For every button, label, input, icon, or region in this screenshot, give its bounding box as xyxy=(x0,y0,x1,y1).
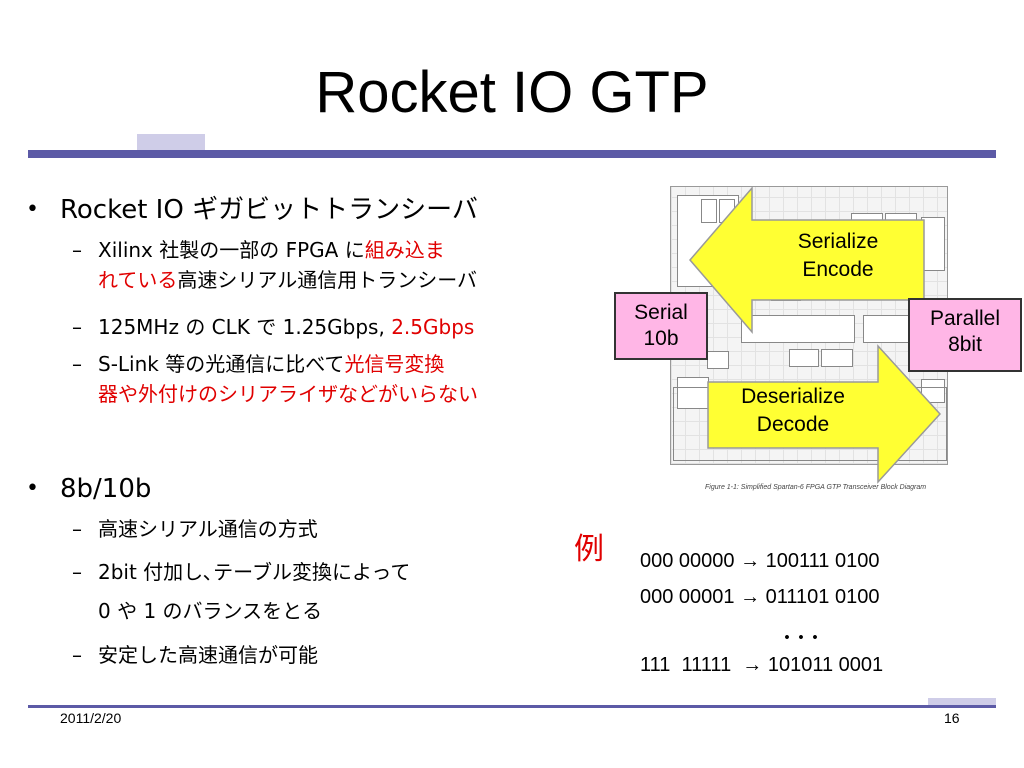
dash-symbol: – xyxy=(72,560,82,584)
sub-item-2bit: – 2bit 付加し､テーブル変換によって xyxy=(72,557,411,587)
serialize-label-line1: Serialize xyxy=(797,230,879,253)
example-line: 111 11111 → 101011 0001 xyxy=(640,654,884,676)
sub-item-stable: – 安定した高速通信が可能 xyxy=(72,640,318,670)
example-line: 000 00000 → 100111 0100 xyxy=(640,550,880,572)
diagram-block xyxy=(789,349,819,367)
parallel-box-line2: 8bit xyxy=(948,333,982,356)
sub-text: S-Link 等の光通信に比べて xyxy=(98,352,345,376)
example-ellipsis: ･･･ xyxy=(781,624,823,652)
sub-text: 2bit 付加し､テーブル変換によって xyxy=(98,560,411,584)
sub-text-highlight: 2.5Gbps xyxy=(391,315,475,339)
serialize-label-line2: Encode xyxy=(802,258,874,281)
example-label: 例 xyxy=(574,532,604,567)
parallel-8bit-box: Parallel 8bit xyxy=(908,298,1022,372)
dash-symbol: – xyxy=(72,352,82,376)
dash-symbol: – xyxy=(72,315,82,339)
footer-page-number: 16 xyxy=(944,710,960,726)
sub-item-balance: 0 や 1 のバランスをとる xyxy=(98,596,322,626)
sub-text: Xilinx 社製の一部の FPGA に xyxy=(98,238,365,262)
serialize-arrow xyxy=(689,185,925,335)
sub-text-highlight: 器や外付けのシリアライザなどがいらない xyxy=(98,382,478,406)
sub-text: 安定した高速通信が可能 xyxy=(98,643,318,667)
footer-date: 2011/2/20 xyxy=(60,710,122,726)
sub-item-xilinx: – Xilinx 社製の一部の FPGA に組み込ま れている高速シリアル通信用… xyxy=(72,235,478,295)
footer-bar xyxy=(28,705,996,708)
sub-text-highlight: 組み込ま xyxy=(364,238,445,262)
sub-item-method: – 高速シリアル通信の方式 xyxy=(72,514,318,544)
serialize-arrow-label: Serialize Encode xyxy=(752,228,924,284)
diagram-caption: Figure 1-1: Simplified Spartan-6 FPGA GT… xyxy=(705,484,927,491)
dash-symbol: – xyxy=(72,238,82,262)
sub-text: 高速シリアル通信の方式 xyxy=(98,517,318,541)
bullet-rocket-io: • Rocket IO ギガビットトランシーバ xyxy=(26,194,478,226)
footer-bar-tab xyxy=(928,698,996,705)
bullet-symbol: • xyxy=(26,197,39,222)
title-bar-tab xyxy=(137,134,205,150)
sub-text: 高速シリアル通信用トランシーバ xyxy=(177,268,478,292)
deserialize-arrow xyxy=(707,344,942,484)
bullet-text: Rocket IO ギガビットトランシーバ xyxy=(60,195,478,225)
diagram-block xyxy=(701,199,717,223)
slide-title: Rocket IO GTP xyxy=(315,60,709,125)
bullet-text: 8b/10b xyxy=(60,474,152,504)
diagram-block xyxy=(677,377,709,409)
title-underline-bar xyxy=(28,150,996,158)
parallel-box-line1: Parallel xyxy=(929,307,1001,330)
sub-text: 0 や 1 のバランスをとる xyxy=(98,599,323,623)
dash-symbol: – xyxy=(72,643,82,667)
bullet-symbol: • xyxy=(26,476,39,501)
diagram-block xyxy=(821,349,853,367)
deserialize-arrow-label: Deserialize Decode xyxy=(708,383,878,439)
sub-item-slink: – S-Link 等の光通信に比べて光信号変換 器や外付けのシリアライザなどがい… xyxy=(72,349,478,409)
sub-text: 125MHz の CLK で 1.25Gbps, xyxy=(98,315,392,339)
serial-10b-box: Serial 10b xyxy=(614,292,708,360)
example-line: 000 00001 → 011101 0100 xyxy=(640,586,880,608)
sub-text-highlight: れている xyxy=(98,268,178,292)
serial-box-line1: Serial xyxy=(634,301,688,324)
deserialize-label-line1: Deserialize xyxy=(741,385,845,408)
diagram-block xyxy=(707,351,729,369)
serial-box-line2: 10b xyxy=(643,327,679,350)
deserialize-label-line2: Decode xyxy=(756,413,830,436)
sub-item-clock-rate: – 125MHz の CLK で 1.25Gbps, 2.5Gbps xyxy=(72,312,475,342)
diagram-block xyxy=(741,315,855,343)
dash-symbol: – xyxy=(72,517,82,541)
bullet-8b10b: • 8b/10b xyxy=(26,473,152,505)
sub-text-highlight: 光信号変換 xyxy=(344,352,445,376)
